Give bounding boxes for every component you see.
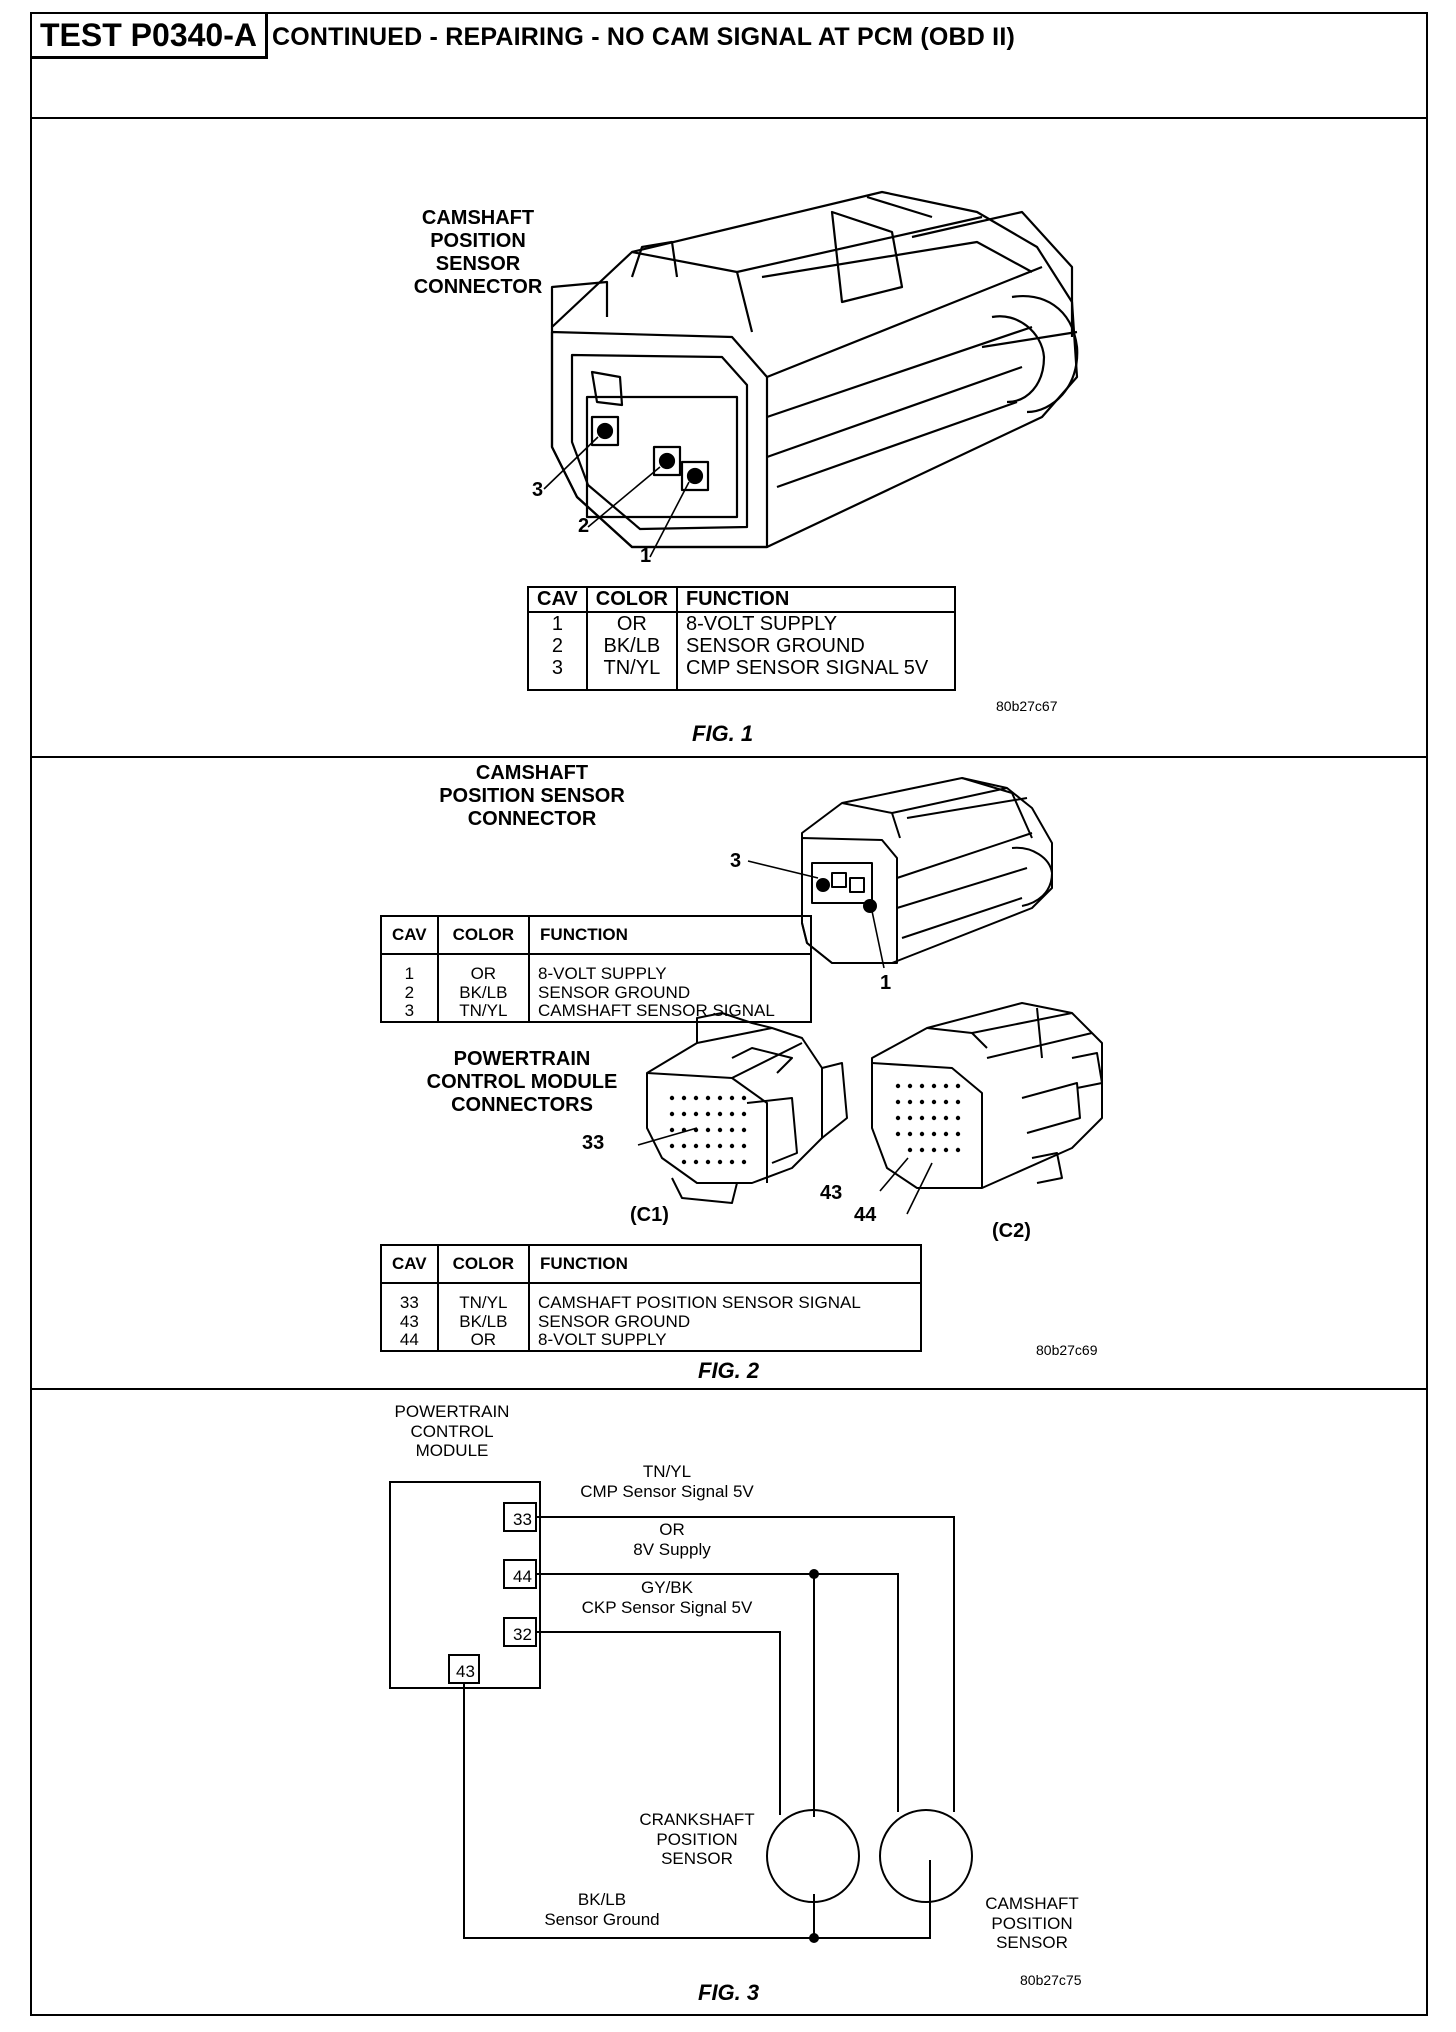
table-header: FUNCTION (528, 916, 812, 955)
table-cell: 2 (404, 982, 415, 1002)
fig2-pin-43-label: 43 (820, 1182, 843, 1204)
wire-33 (536, 1516, 955, 1812)
table-cell: 33 (399, 1293, 419, 1312)
table-cell: SENSOR GROUND (675, 635, 955, 657)
fig2-pin-44-label: 44 (854, 1204, 877, 1226)
crankshaft-sensor (766, 1809, 860, 1903)
fig1-code: 80b27c67 (996, 698, 1058, 714)
table-row: 1 OR 8-VOLT SUPPLY (528, 612, 955, 635)
table-header: CAV (381, 916, 438, 955)
table-cell: OR (436, 954, 530, 984)
fig2-caption: FIG. 2 (698, 1358, 760, 1383)
test-id: TEST P0340-A (32, 14, 268, 59)
fig2-pin-3-label: 3 (730, 850, 742, 872)
table-header: COLOR (436, 916, 530, 955)
table-row: 2 BK/LB SENSOR GROUND (528, 635, 955, 657)
fig2-c2-label: (C2) (992, 1220, 1031, 1242)
table-header: COLOR (585, 587, 677, 613)
table-header: CAV (381, 1245, 438, 1284)
splice-supply (809, 1569, 819, 1579)
table-cell: BK/LB (585, 635, 677, 657)
table-cell: BK/LB (436, 1312, 530, 1332)
table-row: 43 BK/LB SENSOR GROUND (381, 1311, 922, 1332)
table-cell: CMP SENSOR SIGNAL 5V (675, 657, 955, 690)
fig2-c1-label: (C1) (630, 1204, 669, 1226)
fig3-wiring-diagram (389, 1481, 973, 1943)
camshaft-sensor (879, 1809, 973, 1903)
fig2-code: 80b27c69 (1036, 1342, 1098, 1358)
table-cell: 43 (399, 1311, 419, 1331)
table-cell: 8-VOLT SUPPLY (675, 612, 955, 635)
fig3-caption: FIG. 3 (698, 1980, 760, 2005)
table-cell: 8-VOLT SUPPLY (528, 1331, 922, 1352)
table-cell: 3 (404, 1001, 415, 1021)
pin-33-text: 33 (513, 1510, 532, 1529)
table-cell: BK/LB (436, 983, 530, 1003)
table-header: FUNCTION (675, 587, 955, 613)
fig2-pin-1-label: 1 (880, 972, 892, 994)
table-header: COLOR (436, 1245, 530, 1284)
table-row: 33 TN/YL CAMSHAFT POSITION SENSOR SIGNAL (381, 1283, 922, 1313)
table-header: CAV (528, 587, 587, 613)
header: TEST P0340-A CONTINUED - REPAIRING - NO … (32, 14, 1426, 119)
fig2-drawings (637, 777, 1103, 1215)
table-cell: 3 (551, 657, 563, 679)
splice-ground (809, 1933, 819, 1943)
table-cell: 44 (399, 1330, 419, 1350)
table-cell: TN/YL (585, 657, 677, 690)
table-cell: OR (436, 1331, 530, 1352)
header-title: CONTINUED - REPAIRING - NO CAM SIGNAL AT… (272, 23, 1015, 51)
table-row: 1 OR 8-VOLT SUPPLY (381, 954, 812, 984)
fig1-pin-table: CAV COLOR FUNCTION 1 OR 8-VOLT SUPPLY 2 … (527, 586, 956, 691)
table-cell: 8-VOLT SUPPLY (528, 954, 812, 984)
table-cell: SENSOR GROUND (528, 983, 812, 1003)
table-cell: OR (585, 612, 677, 635)
table-cell: 1 (404, 964, 415, 983)
wire-43 (463, 1683, 931, 1939)
page-frame: TEST P0340-A CONTINUED - REPAIRING - NO … (30, 12, 1428, 2016)
table-cell: CAMSHAFT SENSOR SIGNAL (528, 1002, 812, 1023)
fig2-cmp-pin-table: CAV COLOR FUNCTION 1 OR 8-VOLT SUPPLY 2 … (380, 915, 813, 1024)
fig1-pin-3-label: 3 (532, 479, 544, 501)
pin-43-text: 43 (456, 1662, 475, 1681)
table-row: 44 OR 8-VOLT SUPPLY (381, 1330, 922, 1352)
pin-44-text: 44 (513, 1567, 532, 1586)
fig1-pin-1-label: 1 (640, 545, 652, 567)
pcm-pin-dots (669, 1083, 961, 1165)
table-cell: TN/YL (436, 1283, 530, 1313)
table-cell: CAMSHAFT POSITION SENSOR SIGNAL (528, 1283, 922, 1313)
table-row: 2 BK/LB SENSOR GROUND (381, 982, 812, 1003)
fig3-code: 80b27c75 (1020, 1972, 1082, 1988)
table-header: FUNCTION (528, 1245, 922, 1284)
table-cell: TN/YL (436, 1002, 530, 1023)
table-cell: 1 (551, 613, 563, 635)
wire-44 (536, 1573, 899, 1812)
wire-32 (536, 1631, 781, 1815)
fig1-caption: FIG. 1 (692, 721, 754, 746)
fig2-pin-33-label: 33 (582, 1132, 605, 1154)
table-cell: SENSOR GROUND (528, 1312, 922, 1332)
table-cell: 2 (551, 635, 563, 657)
fig1-pin-2-label: 2 (578, 515, 590, 537)
table-row: 3 TN/YL CMP SENSOR SIGNAL 5V (528, 657, 955, 690)
fig2-pcm-pin-table: CAV COLOR FUNCTION 33 TN/YL CAMSHAFT POS… (380, 1244, 923, 1353)
fig1-connector-drawing (543, 190, 1079, 558)
pin-32-text: 32 (513, 1625, 532, 1644)
table-row: 3 TN/YL CAMSHAFT SENSOR SIGNAL (381, 1001, 812, 1023)
